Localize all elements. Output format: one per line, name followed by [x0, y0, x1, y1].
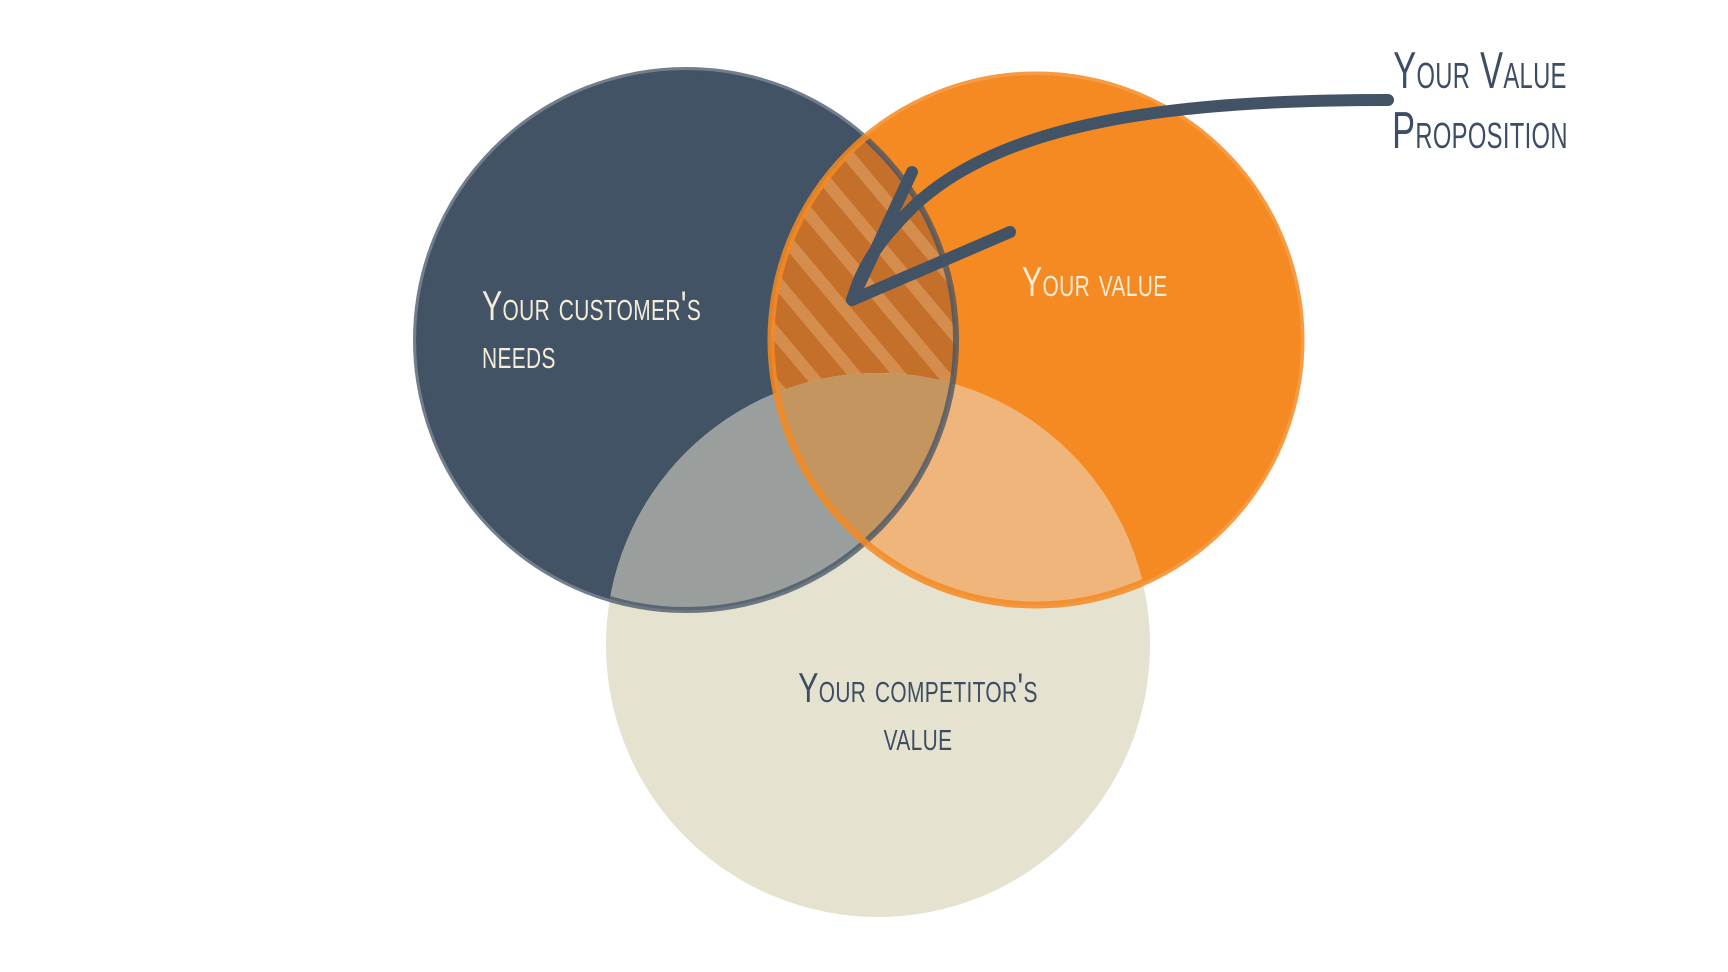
- label-your-value: Your value: [1022, 258, 1167, 306]
- label-competitor-value: Your competitor's value: [752, 664, 1083, 761]
- label-value-proposition: Your Value Proposition: [1355, 42, 1606, 162]
- label-your-value-line1: Your value: [1022, 258, 1168, 305]
- label-competitor-value-line2: value: [883, 712, 953, 760]
- label-competitor-value-line1: Your competitor's: [798, 664, 1038, 711]
- label-value-proposition-line2: Proposition: [1392, 101, 1568, 160]
- outline-your-value: [767, 71, 1305, 609]
- label-customer-needs-line2: needs: [482, 330, 556, 378]
- callout-arrow-head: [846, 166, 1016, 306]
- outline-customer-needs: [413, 67, 959, 613]
- overlap-all-three: [771, 373, 956, 605]
- label-customer-needs-line1: Your customer's: [482, 282, 702, 329]
- label-value-proposition-line1: Your Value: [1393, 42, 1567, 100]
- label-customer-needs: Your customer's needs: [482, 282, 701, 379]
